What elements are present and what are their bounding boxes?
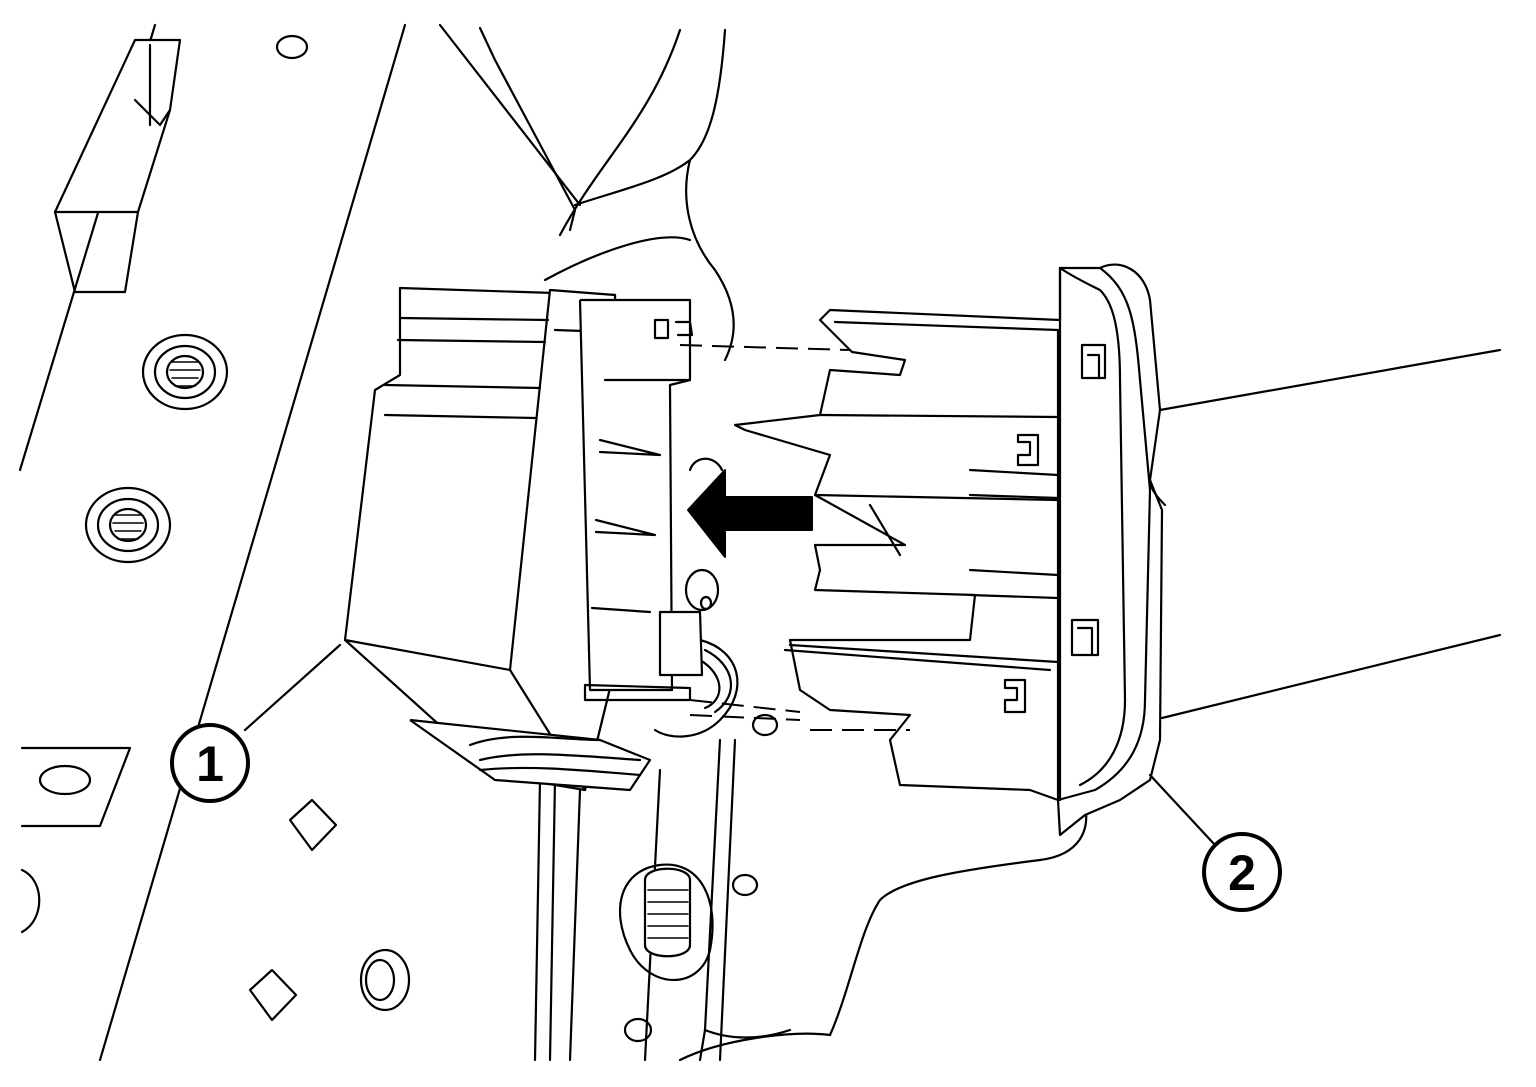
callout-1-label: 1 xyxy=(196,736,224,792)
alignment-guides xyxy=(679,344,910,731)
callout-2-label: 2 xyxy=(1228,845,1256,901)
lower-bracket xyxy=(533,713,1088,1062)
insert-direction-arrow xyxy=(687,469,813,558)
body-panel xyxy=(18,23,735,1062)
weld-nut-upper xyxy=(141,333,229,411)
lower-left-bracket xyxy=(20,746,411,1022)
bracket-2 xyxy=(733,263,1502,837)
callout-1: 1 xyxy=(170,643,342,803)
callout-2: 2 xyxy=(1148,773,1282,912)
connector-box-1 xyxy=(343,286,739,792)
weld-nut-lower xyxy=(84,486,172,564)
